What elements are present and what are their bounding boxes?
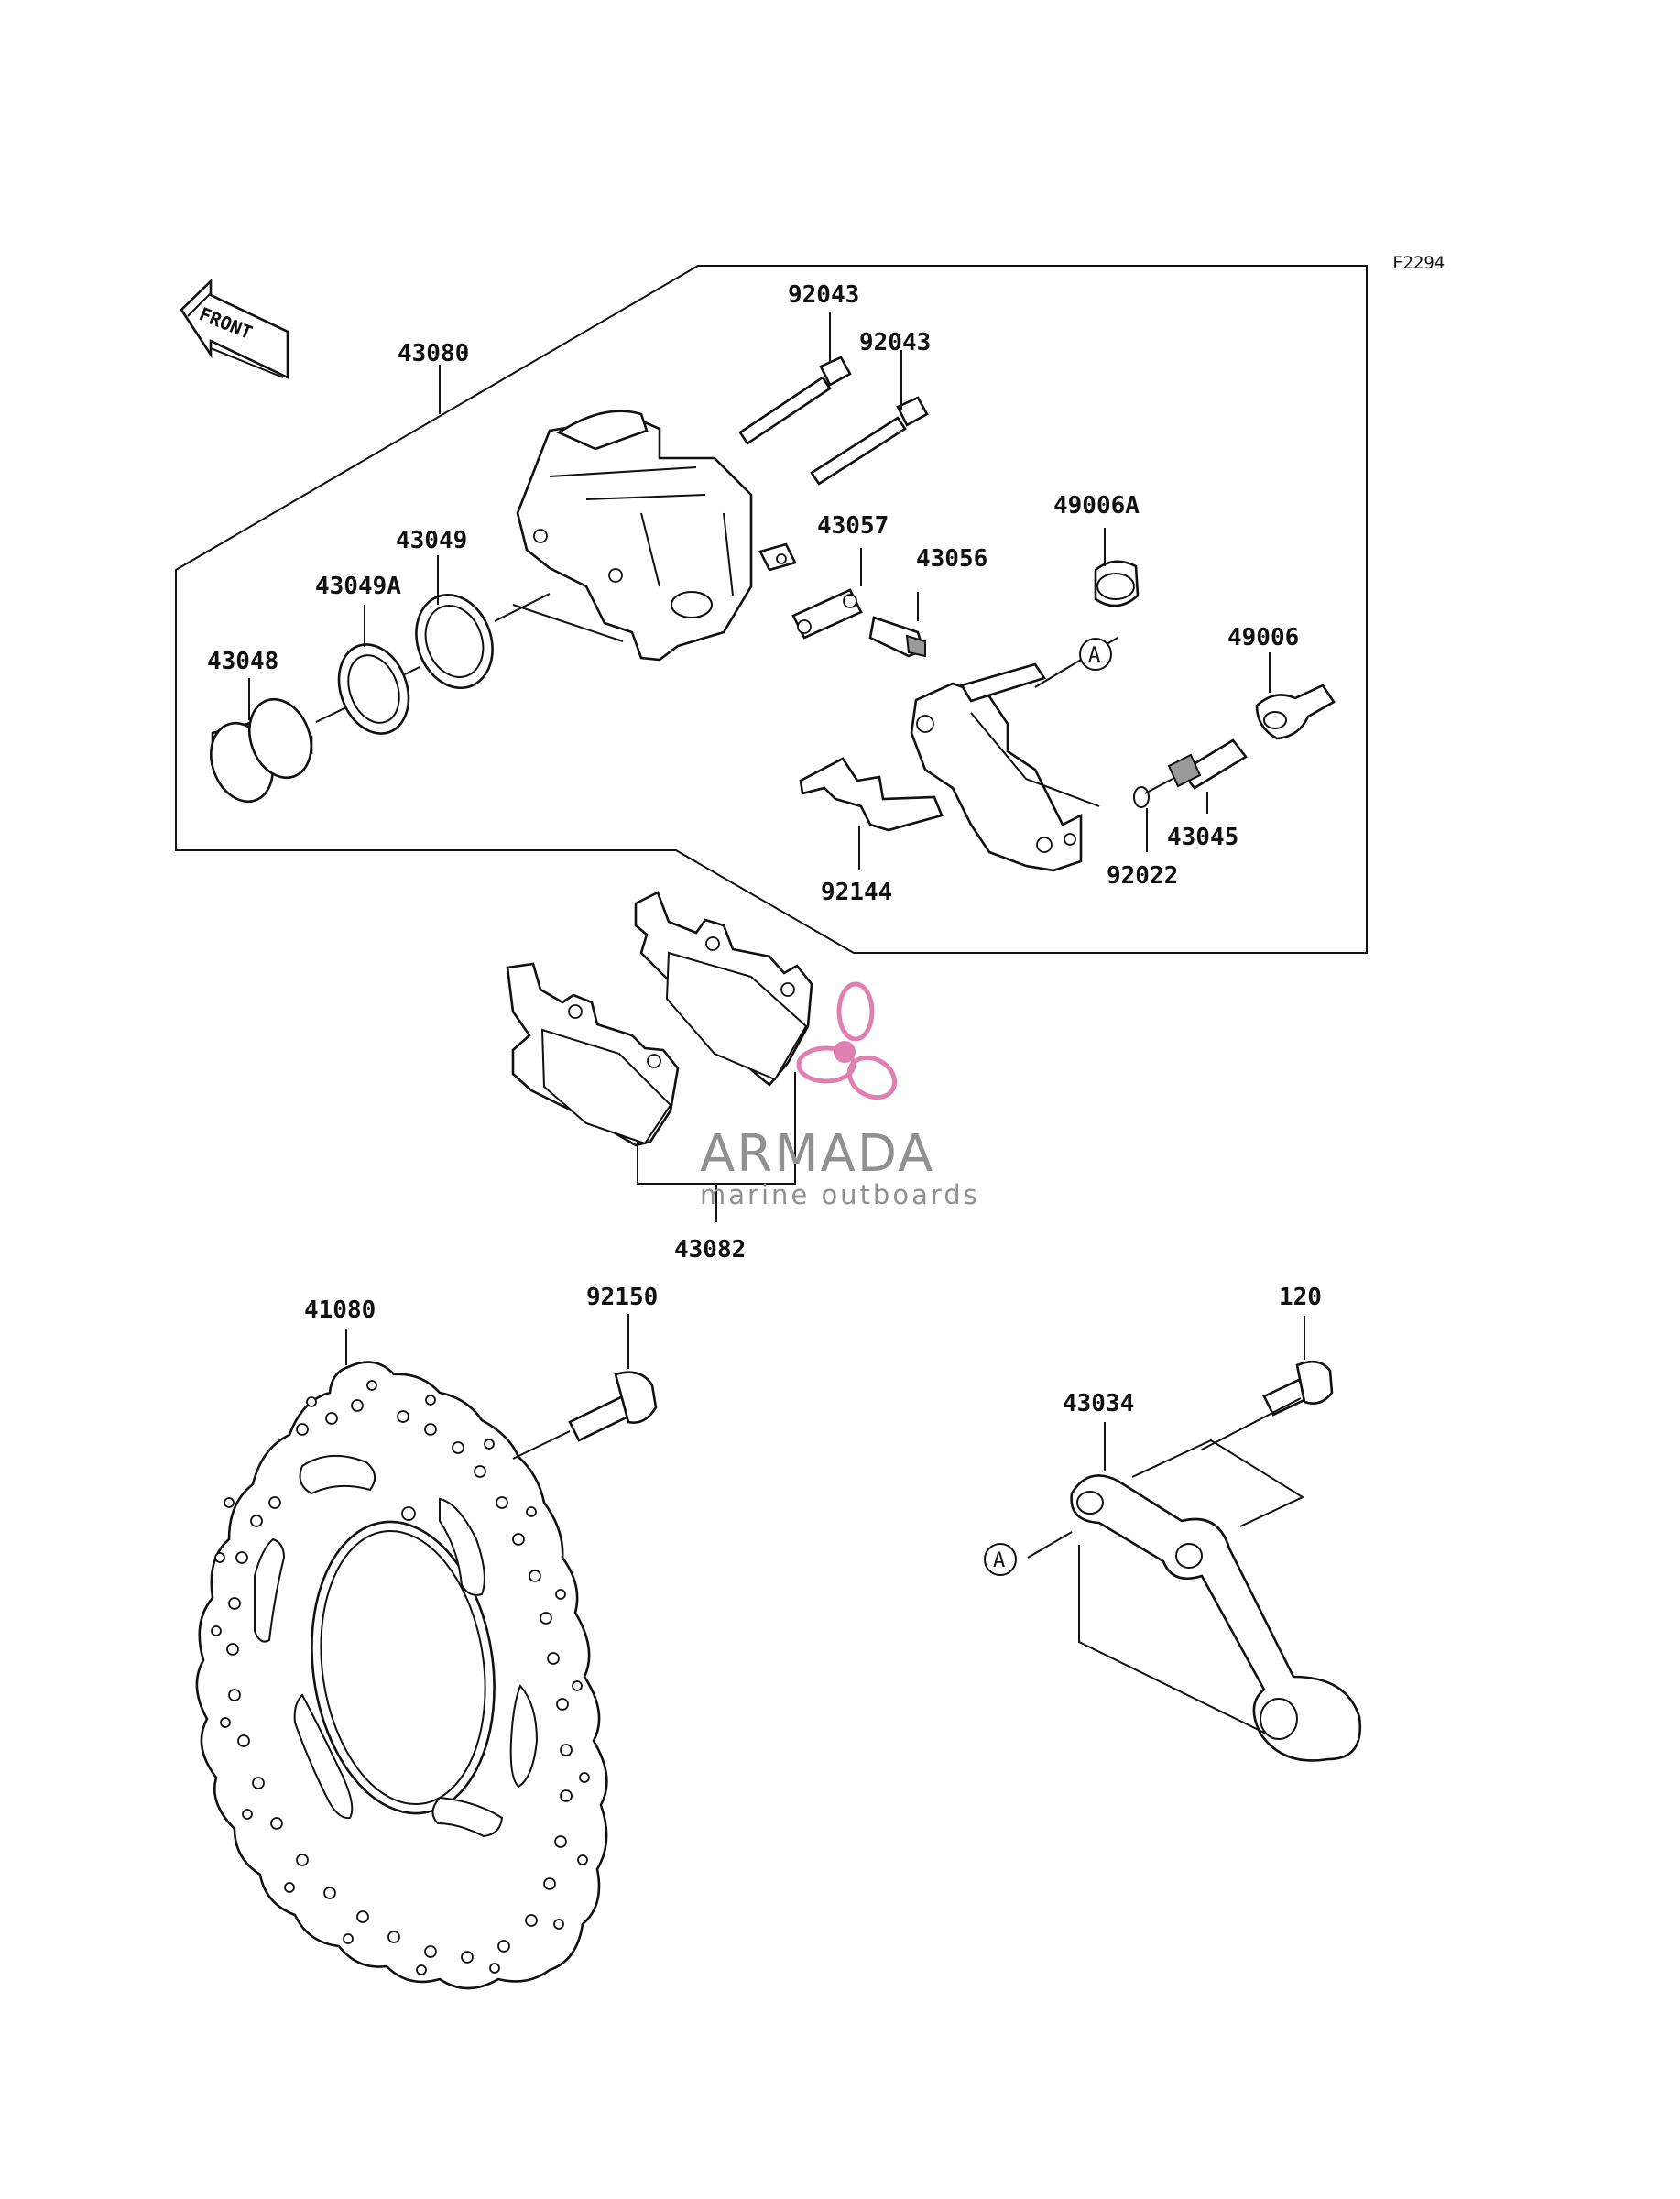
callout-92022: 92022 bbox=[1107, 862, 1178, 890]
ref-marker-a-lower: A bbox=[984, 1543, 1017, 1576]
caliper-pin-2 bbox=[810, 396, 929, 486]
figure-code: F2294 bbox=[1392, 253, 1445, 273]
dust-seal bbox=[337, 643, 410, 735]
callout-49006a: 49006A bbox=[1053, 492, 1140, 520]
anti-rattle-spring bbox=[799, 757, 944, 832]
callout-43080: 43080 bbox=[398, 340, 469, 367]
callout-92150: 92150 bbox=[586, 1284, 658, 1311]
callout-43082: 43082 bbox=[674, 1236, 746, 1264]
callout-41080: 41080 bbox=[304, 1296, 376, 1324]
callout-92043-b: 92043 bbox=[859, 329, 931, 356]
brake-pad-rear bbox=[634, 891, 813, 1087]
caliper-pin-1 bbox=[738, 356, 852, 445]
callout-43057: 43057 bbox=[817, 512, 889, 540]
bleeder-cap bbox=[791, 588, 863, 640]
callout-43049: 43049 bbox=[396, 527, 467, 554]
ref-marker-label-lower: A bbox=[993, 1549, 1005, 1572]
watermark-brand: ARMADA bbox=[700, 1124, 934, 1184]
caliper-bracket bbox=[910, 637, 1118, 872]
leader-43082 bbox=[637, 1072, 796, 1222]
caliper-body bbox=[516, 410, 797, 662]
callout-43034: 43034 bbox=[1063, 1390, 1134, 1417]
disc-bolt bbox=[512, 1371, 658, 1460]
circlip bbox=[1133, 786, 1150, 808]
bleeder-valve bbox=[868, 616, 926, 658]
ref-marker-label-upper: A bbox=[1088, 644, 1100, 667]
front-arrow-icon: FRONT bbox=[180, 278, 289, 380]
brake-pad-front bbox=[506, 962, 680, 1147]
pin-boot bbox=[1255, 684, 1336, 740]
callout-120: 120 bbox=[1279, 1284, 1322, 1311]
brake-disc bbox=[195, 1361, 608, 1990]
caliper-assembly-boundary bbox=[175, 265, 1368, 954]
ref-marker-a-upper: A bbox=[1079, 638, 1112, 671]
callout-43056: 43056 bbox=[916, 545, 987, 573]
leader-lines bbox=[248, 312, 1305, 1471]
watermark-tagline: marine outboards bbox=[700, 1179, 980, 1210]
callout-43049a: 43049A bbox=[315, 573, 401, 600]
callout-92043-a: 92043 bbox=[788, 281, 859, 309]
assembly-line bbox=[315, 593, 624, 723]
callout-49006: 49006 bbox=[1227, 624, 1299, 651]
callout-92144: 92144 bbox=[821, 879, 892, 906]
callout-43045: 43045 bbox=[1167, 824, 1238, 851]
torque-link bbox=[1027, 1397, 1362, 1762]
callout-43048: 43048 bbox=[207, 648, 278, 675]
piston bbox=[210, 697, 313, 804]
bracket-pin bbox=[1144, 738, 1248, 794]
boot bbox=[1094, 560, 1140, 607]
piston-seal bbox=[415, 593, 494, 690]
bracket-bolt bbox=[1262, 1360, 1334, 1417]
armada-logo-icon bbox=[796, 981, 898, 1100]
